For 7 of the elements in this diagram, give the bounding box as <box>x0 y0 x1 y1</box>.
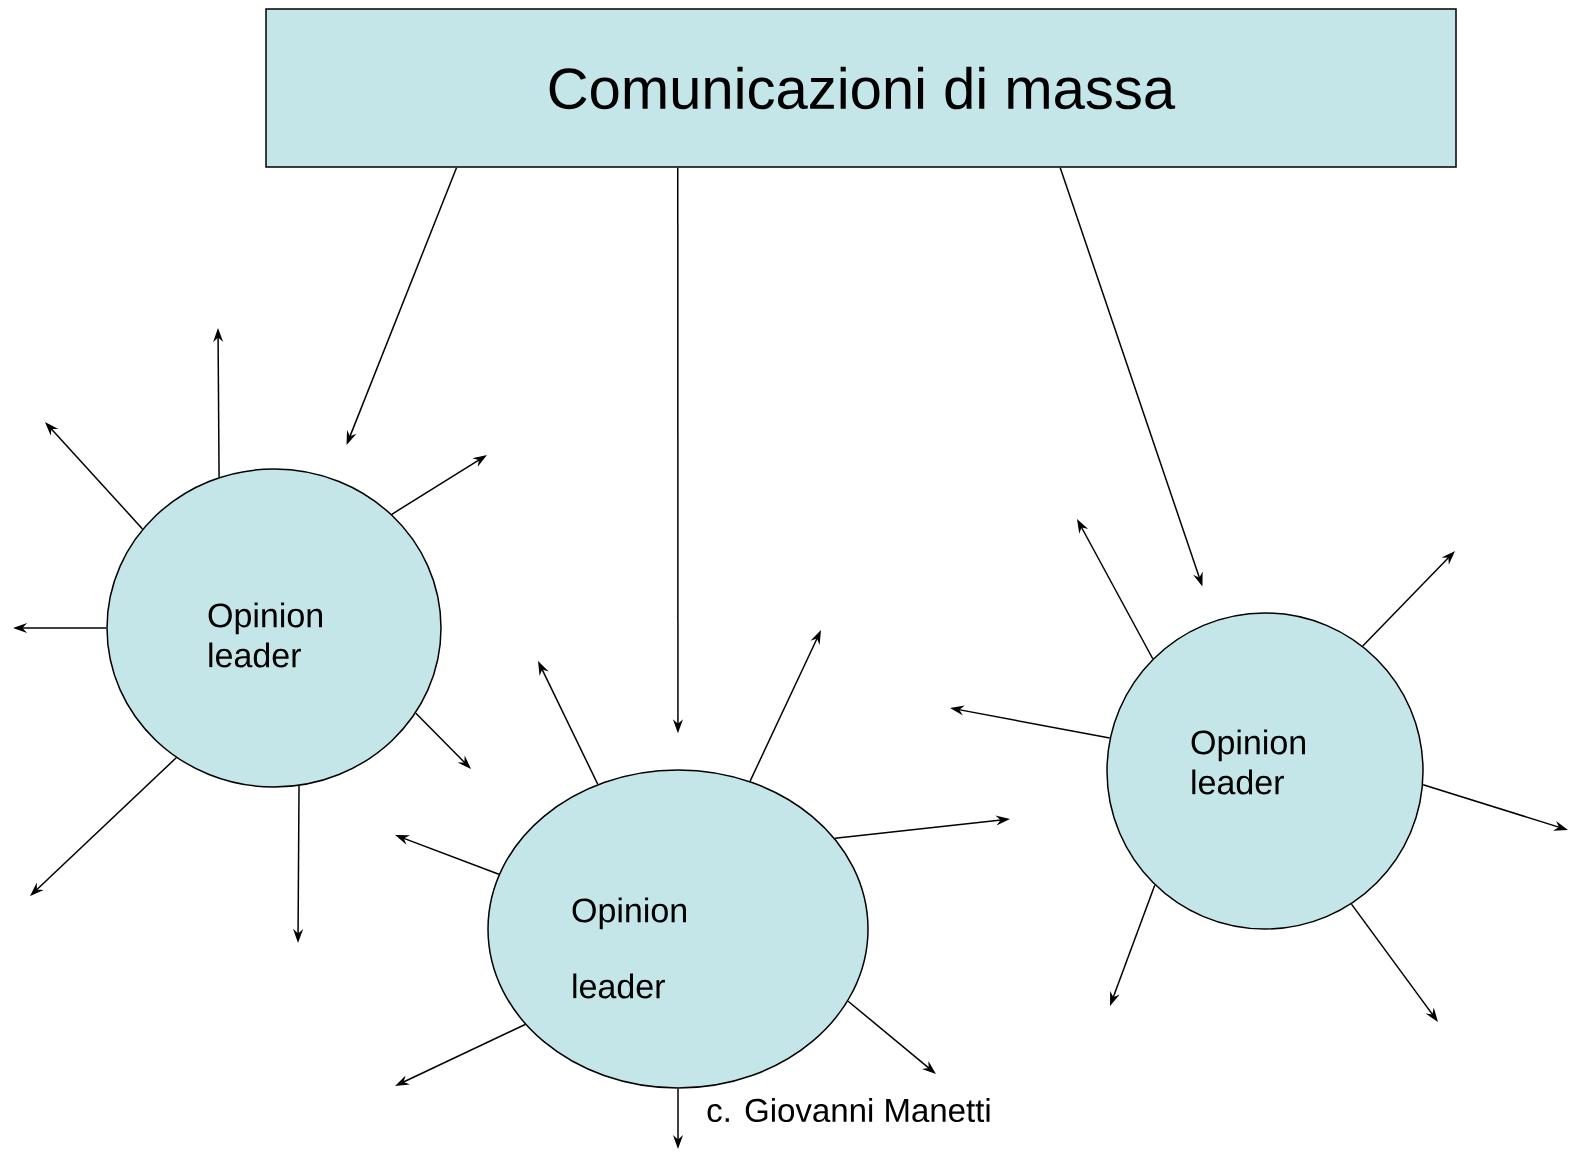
title-box: Comunicazioni di massa <box>265 8 1457 168</box>
arrow <box>847 1000 936 1074</box>
arrow <box>30 757 177 896</box>
arrow <box>45 422 144 530</box>
credit-text: c. Giovanni Manetti <box>707 1097 990 1123</box>
arrow <box>415 712 471 769</box>
arrow <box>1362 551 1455 647</box>
